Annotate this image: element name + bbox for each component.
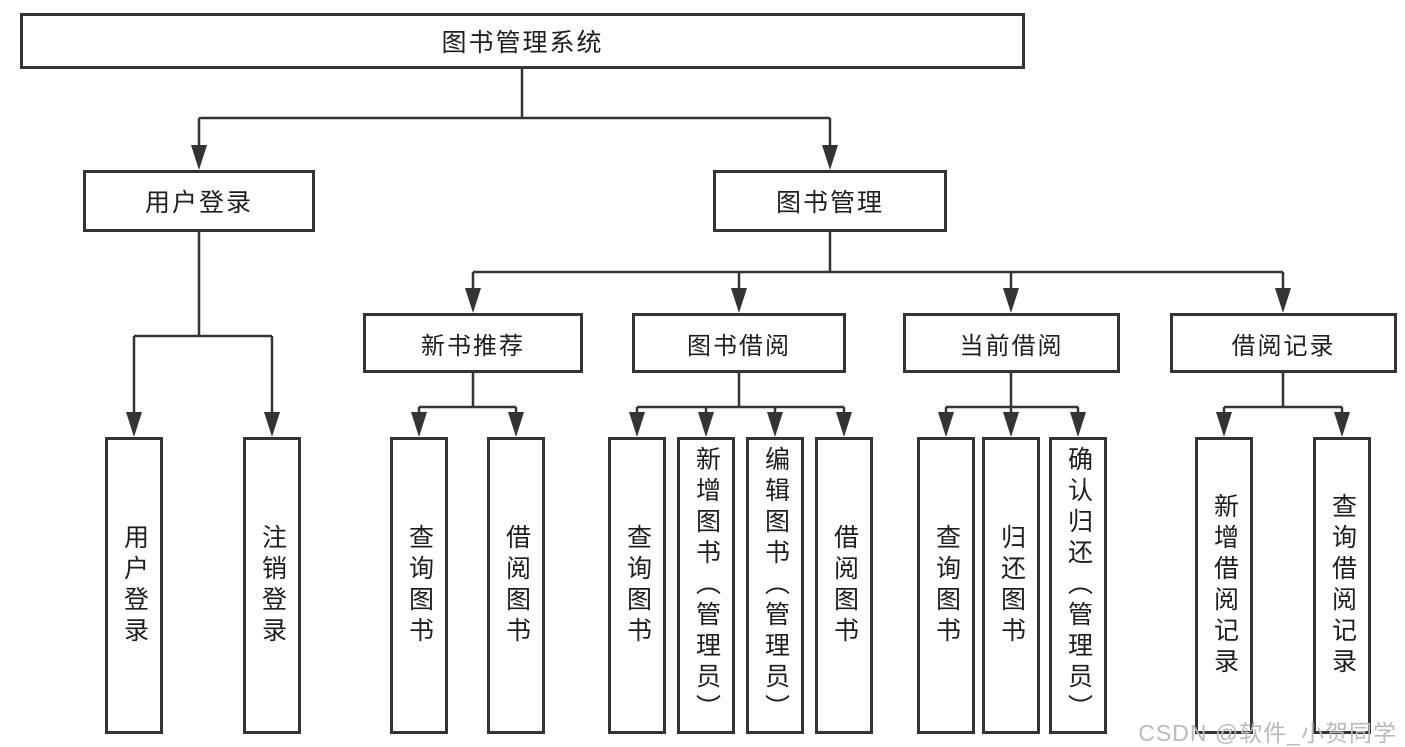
leaf-current-return: 归还图书	[982, 437, 1040, 734]
node-root-label: 图书管理系统	[441, 29, 604, 57]
leaf-borrow-query: 查询图书	[608, 437, 666, 734]
leaf-record-add: 新增借阅记录	[1195, 437, 1253, 734]
leaf-borrow-book: 借阅图书	[815, 437, 873, 734]
leaf-current-query: 查询图书	[917, 437, 975, 734]
leaf-user-login: 用户登录	[105, 437, 163, 734]
leaf-logout-label: 注销登录	[258, 523, 287, 648]
leaf-borrow-edit-book: 编辑图书（管理员）	[746, 437, 804, 734]
leaf-new-books-query-label: 查询图书	[405, 523, 434, 648]
arrowhead-icons	[126, 145, 1350, 437]
leaf-record-query-label: 查询借阅记录	[1328, 492, 1357, 679]
node-current-borrow: 当前借阅	[903, 313, 1120, 373]
leaf-borrow-edit-book-label: 编辑图书（管理员）	[761, 446, 790, 725]
leaf-borrow-query-label: 查询图书	[623, 523, 652, 648]
leaf-borrow-add-book-label: 新增图书（管理员）	[692, 446, 721, 725]
leaf-user-login-label: 用户登录	[120, 523, 149, 648]
node-user-login-label: 用户登录	[144, 189, 253, 217]
leaf-current-query-label: 查询图书	[932, 523, 961, 648]
leaf-record-query: 查询借阅记录	[1313, 437, 1371, 734]
node-book-management-label: 图书管理	[775, 189, 884, 217]
node-book-management: 图书管理	[713, 170, 947, 232]
node-borrow-records: 借阅记录	[1170, 313, 1397, 373]
node-book-borrow-label: 图书借阅	[687, 332, 791, 360]
node-user-login: 用户登录	[83, 170, 315, 232]
node-book-borrow: 图书借阅	[632, 313, 846, 373]
leaf-current-confirm-return-label: 确认归还（管理员）	[1064, 446, 1093, 725]
node-new-book-recommend-label: 新书推荐	[421, 332, 525, 360]
leaf-new-books-query: 查询图书	[390, 437, 448, 734]
node-current-borrow-label: 当前借阅	[959, 332, 1064, 360]
leaf-current-return-label: 归还图书	[997, 523, 1026, 648]
leaf-borrow-book-label: 借阅图书	[830, 523, 859, 648]
leaf-record-add-label: 新增借阅记录	[1210, 492, 1239, 679]
watermark: CSDN @软件_小贺同学	[1138, 720, 1397, 746]
node-borrow-records-label: 借阅记录	[1231, 332, 1336, 360]
leaf-new-books-borrow-label: 借阅图书	[502, 523, 531, 648]
node-root: 图书管理系统	[20, 13, 1025, 69]
leaf-new-books-borrow: 借阅图书	[487, 437, 545, 734]
leaf-logout: 注销登录	[243, 437, 301, 734]
leaf-current-confirm-return: 确认归还（管理员）	[1049, 437, 1107, 734]
leaf-borrow-add-book: 新增图书（管理员）	[677, 437, 735, 734]
node-new-book-recommend: 新书推荐	[363, 313, 583, 373]
